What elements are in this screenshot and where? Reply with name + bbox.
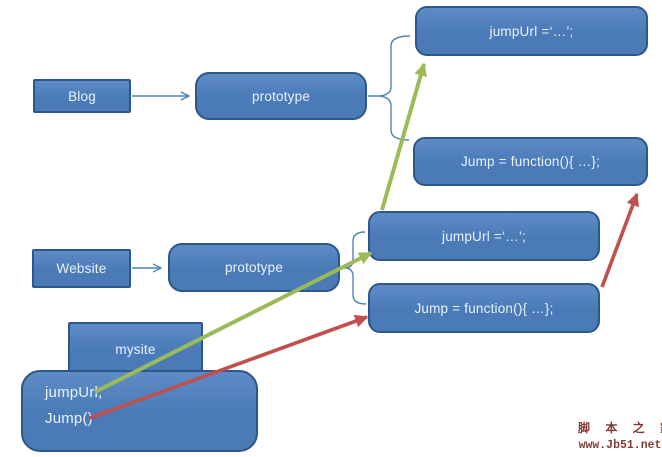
- instance-jumpurl-label: jumpUrl;: [45, 384, 103, 401]
- website-box: Website: [32, 249, 131, 288]
- brace-blog-prototype-members: [368, 35, 411, 141]
- mysite-box: mysite: [68, 322, 203, 377]
- green-arrow-website-jumpurl-to-blog-jumpurl: [380, 62, 428, 211]
- brace-website-prototype-members: [341, 231, 367, 305]
- blog-box: Blog: [33, 79, 131, 113]
- website-jump-function-box: Jump = function(){ …};: [368, 283, 600, 333]
- blog-jumpurl-box: jumpUrl =‘…’;: [415, 6, 648, 56]
- website-prototype-box: prototype: [168, 243, 340, 292]
- watermark-site-name: 脚 本 之 家: [578, 421, 662, 435]
- mysite-instance-box: jumpUrl; Jump(): [21, 370, 258, 452]
- watermark-site-url: www.Jb51.net: [578, 439, 662, 452]
- watermark: 脚 本 之 家 www.Jb51.net: [578, 419, 662, 452]
- red-arrow-website-jump-to-blog-jump: [600, 192, 639, 288]
- instance-jump-label: Jump(): [45, 410, 93, 427]
- blog-jump-function-box: Jump = function(){ …};: [413, 137, 648, 186]
- website-jumpurl-box: jumpUrl =‘…’;: [368, 211, 600, 261]
- blog-prototype-box: prototype: [195, 72, 367, 120]
